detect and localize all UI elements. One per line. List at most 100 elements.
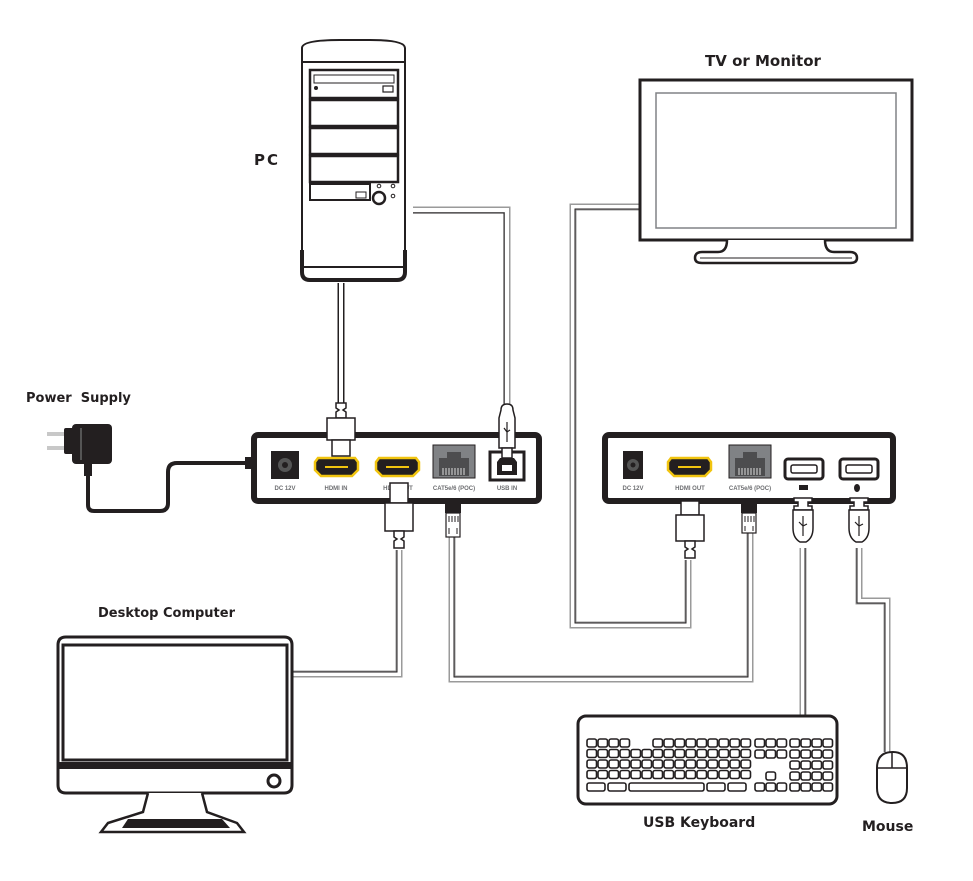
rj45-plug-tx (445, 503, 461, 538)
keyboard-key (707, 738, 719, 748)
keyboard-key (685, 769, 697, 780)
keyboard-key (740, 738, 752, 748)
keyboard-key (586, 738, 598, 748)
keyboard-key (630, 759, 642, 769)
pc-tower (300, 39, 407, 282)
keyboard-key (619, 769, 631, 780)
keyboard-key (674, 769, 686, 780)
keyboard-key (800, 738, 812, 748)
rx-usb-mouse-port[interactable] (838, 457, 880, 492)
rx-cat-port[interactable]: CAT5e/6 (POC) (728, 444, 772, 492)
tv-monitor (638, 78, 914, 265)
keyboard-key (800, 760, 812, 770)
keyboard-key (652, 738, 664, 748)
keyboard-key (619, 738, 631, 748)
keyboard-key (663, 759, 675, 769)
keyboard-key (707, 759, 719, 769)
keyboard-key (789, 760, 801, 770)
keyboard-key (630, 748, 642, 759)
keyboard-key (607, 782, 627, 792)
keyboard-key (641, 748, 653, 759)
keyboard-key (765, 738, 777, 748)
keyboard-key (630, 769, 642, 780)
usb-b-plug-pc (498, 403, 516, 459)
keyboard-key (586, 782, 606, 792)
rx-usb-keyboard-port[interactable] (783, 457, 825, 490)
keyboard-key (706, 782, 726, 792)
keyboard-key (822, 760, 834, 770)
keyboard-key (754, 782, 766, 792)
keyboard-key (586, 759, 598, 769)
keyboard-key (800, 782, 812, 792)
usb-keyboard (576, 714, 839, 806)
cable-cat (448, 532, 754, 683)
tv-label: TV or Monitor (705, 52, 821, 70)
tx-dc-label: DC 12V (274, 486, 295, 492)
keyboard-key (811, 738, 823, 748)
keyboard-key (608, 738, 620, 748)
keyboard-key (800, 771, 812, 781)
rx-dc-port[interactable]: DC 12V (622, 451, 644, 492)
hdmi-plug-pc (326, 402, 356, 457)
keyboard-key (789, 771, 801, 781)
keyboard-key (811, 760, 823, 770)
power-supply-adapter (47, 424, 265, 476)
keyboard-key (729, 738, 741, 748)
keyboard-key (789, 738, 801, 748)
keyboard-key (608, 759, 620, 769)
rx-hdmi-out-label: HDMI OUT (675, 486, 705, 492)
keyboard-key (765, 771, 777, 781)
pc-power-button-icon (371, 190, 387, 206)
keyboard-key (641, 759, 653, 769)
keyboard-key (696, 748, 708, 759)
tx-cat-label: CAT5e/6 (POC) (433, 486, 475, 492)
keyboard-key (586, 748, 598, 759)
tx-cat-port[interactable]: CAT5e/6 (POC) (432, 444, 476, 492)
keyboard-key (811, 782, 823, 792)
cable-rx-usb-mouse (855, 548, 891, 752)
keyboard-key (608, 748, 620, 759)
keyboard-key (776, 749, 788, 759)
keyboard-key (652, 759, 664, 769)
keyboard-key (597, 738, 609, 748)
tx-dc-port[interactable]: DC 12V (271, 451, 299, 492)
hdmi-plug-desktop (384, 482, 414, 549)
receiver-box: DC 12V HDMI OUT CAT5e/6 (POC) (602, 432, 896, 504)
cable-tx-hdmi-desktop (292, 550, 403, 678)
keyboard-key (822, 771, 834, 781)
cable-rx-hdmi-tv (569, 203, 692, 629)
keyboard-key (776, 782, 788, 792)
pc-label: PC (254, 151, 281, 169)
keyboard-key (663, 748, 675, 759)
keyboard-key (740, 748, 752, 759)
keyboard-key (718, 738, 730, 748)
keyboard-key (619, 759, 631, 769)
keyboard-key (765, 749, 777, 759)
keyboard-key (822, 738, 834, 748)
rx-hdmi-out-port[interactable]: HDMI OUT (666, 456, 713, 492)
keyboard-key (685, 748, 697, 759)
keyboard-key (789, 749, 801, 759)
mouse-icon (854, 484, 860, 492)
tx-hdmi-in-label: HDMI IN (325, 486, 348, 492)
keyboard-key (597, 759, 609, 769)
keyboard-key (586, 769, 598, 780)
keyboard-icon (799, 485, 808, 490)
keyboard-key (597, 769, 609, 780)
keyboard-key (663, 769, 675, 780)
hdmi-plug-tv (675, 500, 705, 559)
keyboard-key (674, 748, 686, 759)
mouse-label: Mouse (862, 819, 914, 835)
keyboard-key (729, 769, 741, 780)
keyboard-key (718, 759, 730, 769)
keyboard-key (800, 749, 812, 759)
keyboard-key (619, 748, 631, 759)
tx-hdmi-in-port[interactable]: HDMI IN (313, 456, 360, 492)
keyboard-key (696, 759, 708, 769)
desktop-computer-label: Desktop Computer (98, 606, 235, 621)
keyboard-key (663, 738, 675, 748)
keyboard-key (674, 738, 686, 748)
keyboard-key (641, 769, 653, 780)
rj45-plug-rx (741, 503, 757, 534)
